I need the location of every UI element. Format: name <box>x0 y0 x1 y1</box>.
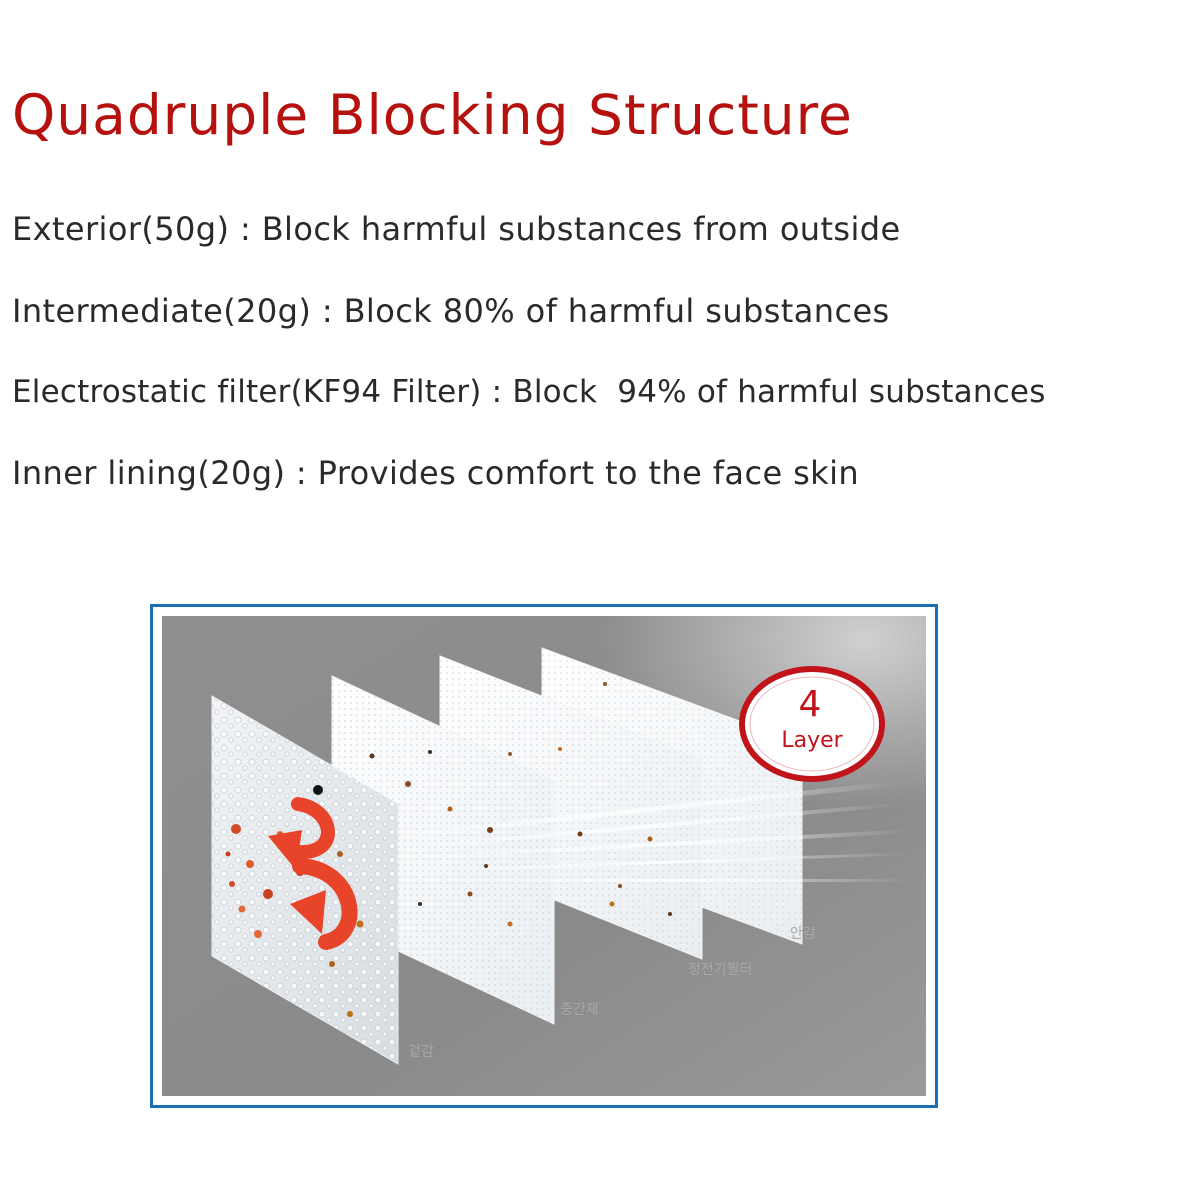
layer-label-exterior: 겉감 <box>408 1044 434 1060</box>
layer-description-electrostatic-filter: Electrostatic filter(KF94 Filter) : Bloc… <box>12 374 1046 410</box>
layer-description-exterior: Exterior(50g) : Block harmful substances… <box>12 210 901 248</box>
layer-count-badge: 4 Layer <box>739 666 885 782</box>
layer-label-inner-lining: 안감 <box>790 926 816 942</box>
layer-label-intermediate: 중간재 <box>560 1002 599 1018</box>
badge-label: Layer <box>781 728 843 753</box>
layer-label-electrostatic-filter: 정전기필터 <box>688 962 752 978</box>
airflow-streaks <box>361 780 910 882</box>
layer-description-inner-lining: Inner lining(20g) : Provides comfort to … <box>12 454 860 492</box>
layer-sheet-exterior <box>211 695 399 1065</box>
bounce-arrow-icon <box>268 797 358 950</box>
trapped-particles <box>369 682 672 927</box>
layer-illustration: 겉감 중간재 정전기필터 안감 4 Layer <box>150 604 938 1108</box>
layer-description-intermediate: Intermediate(20g) : Block 80% of harmful… <box>12 292 890 330</box>
page-title: Quadruple Blocking Structure <box>12 83 853 147</box>
badge-number: 4 <box>799 684 822 725</box>
